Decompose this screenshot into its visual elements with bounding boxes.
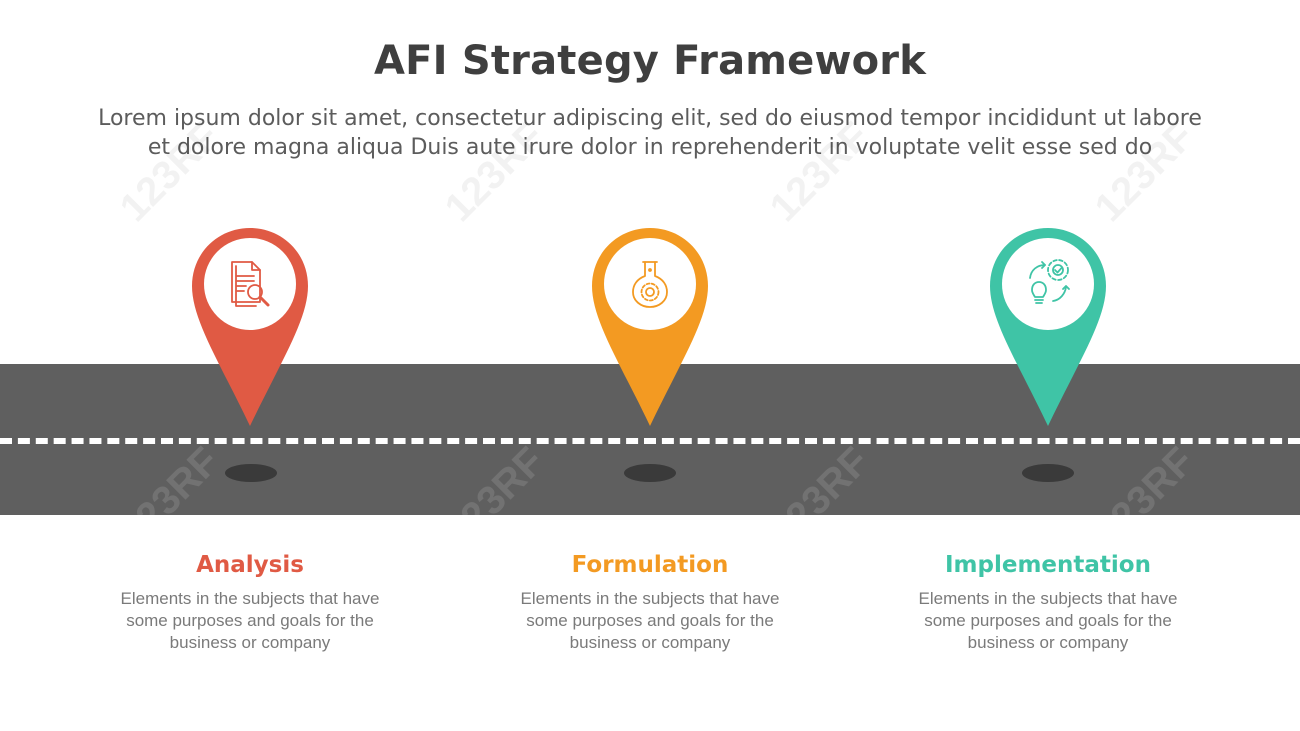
pin-analysis <box>192 228 308 428</box>
step-desc-analysis: Elements in the subjects that have some … <box>100 588 400 654</box>
document-search-icon <box>222 256 278 312</box>
step-desc-line: business or company <box>967 633 1129 652</box>
subtitle-line-2: et dolore magna aliqua Duis aute irure d… <box>147 135 1153 160</box>
idea-gear-cycle-icon <box>1020 256 1076 312</box>
step-desc-line: Elements in the subjects that have <box>918 589 1178 608</box>
step-title-analysis: Analysis <box>196 552 304 578</box>
subtitle-line-1: Lorem ipsum dolor sit amet, consectetur … <box>98 106 1202 131</box>
step-title-implementation: Implementation <box>945 552 1151 578</box>
step-desc-line: Elements in the subjects that have <box>520 589 780 608</box>
pin-shadow-implementation <box>1022 464 1074 482</box>
pin-implementation <box>990 228 1106 428</box>
page-subtitle: Lorem ipsum dolor sit amet, consectetur … <box>50 104 1250 162</box>
pin-formulation <box>592 228 708 428</box>
step-desc-implementation: Elements in the subjects that have some … <box>898 588 1198 654</box>
flask-gear-icon <box>622 256 678 312</box>
step-desc-line: some purposes and goals for the <box>924 611 1172 630</box>
pin-shadow-analysis <box>225 464 277 482</box>
page-title: AFI Strategy Framework <box>373 38 927 84</box>
step-desc-line: some purposes and goals for the <box>126 611 374 630</box>
pin-shadow-formulation <box>624 464 676 482</box>
road-lane-line <box>0 438 1300 444</box>
step-desc-line: business or company <box>569 633 731 652</box>
step-desc-line: some purposes and goals for the <box>526 611 774 630</box>
step-desc-line: Elements in the subjects that have <box>120 589 380 608</box>
step-desc-formulation: Elements in the subjects that have some … <box>500 588 800 654</box>
step-desc-line: business or company <box>169 633 331 652</box>
step-title-formulation: Formulation <box>571 552 729 578</box>
